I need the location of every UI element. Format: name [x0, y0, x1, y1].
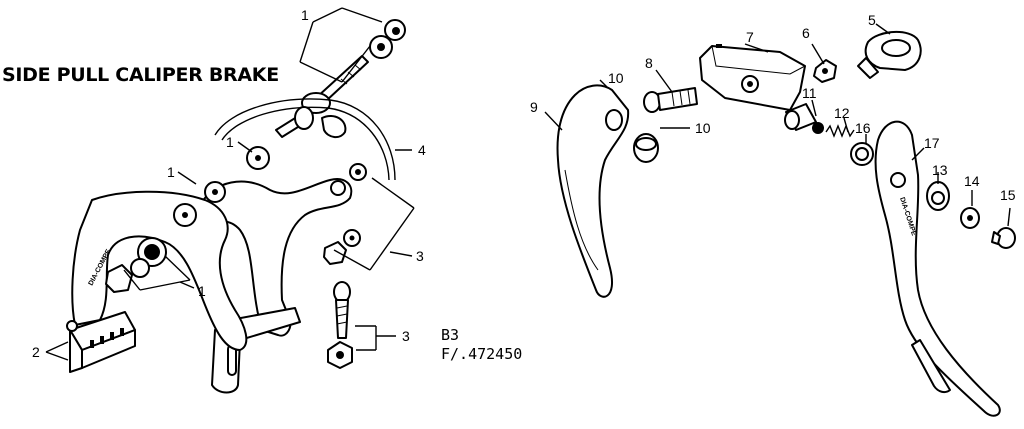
callout-12: 12 [834, 105, 850, 121]
callout-7: 7 [746, 29, 754, 45]
pivot-screw [643, 87, 698, 113]
lever-clamp [699, 44, 806, 111]
lever-leader-lines [544, 23, 1011, 227]
center-bolt [301, 55, 369, 115]
callout-13: 13 [932, 162, 948, 178]
callout-1-arm: 1 [167, 164, 175, 180]
caliper-leader-lines [45, 7, 415, 361]
handlebar-band [857, 31, 922, 79]
callout-4: 4 [418, 142, 426, 158]
callout-10-lower: 10 [695, 120, 711, 136]
part-number: F/.472450 [441, 345, 523, 363]
callout-9: 9 [530, 99, 538, 115]
callout-6: 6 [802, 25, 810, 41]
lever-hood [556, 84, 630, 298]
pivot-nut [105, 237, 167, 293]
band-bolt [813, 59, 837, 83]
callout-2: 2 [32, 344, 40, 360]
brake-cable [214, 98, 396, 181]
barrel-adjuster [926, 181, 950, 211]
lever-washer [850, 142, 874, 166]
return-spring [784, 103, 855, 138]
shoe-nut-upper [323, 229, 361, 265]
callout-3-upper: 3 [416, 248, 424, 264]
callout-17: 17 [924, 135, 940, 151]
cable-end-screw [991, 227, 1016, 249]
brake-lever-assembly [544, 23, 1016, 417]
lever-blade [874, 120, 1001, 417]
lock-washer [960, 207, 980, 229]
pivot-bushing [633, 133, 659, 163]
top-acorn-nut [369, 19, 406, 59]
callout-5: 5 [868, 12, 876, 28]
callout-15: 15 [1000, 187, 1016, 203]
callout-1-pivot: 1 [198, 283, 206, 299]
diagram-title: SIDE PULL CALIPER BRAKE [2, 64, 279, 86]
callout-8: 8 [645, 55, 653, 71]
callout-11: 11 [802, 85, 817, 101]
callout-14: 14 [964, 173, 980, 189]
callout-1-anchor: 1 [226, 134, 234, 150]
callout-1-top: 1 [301, 7, 309, 23]
callout-10-upper: 10 [608, 70, 624, 86]
shoe-bolt-lower [327, 281, 353, 369]
callout-16: 16 [855, 120, 871, 136]
figure-code: B3 [441, 326, 460, 344]
cable-anchor-bolt [246, 106, 314, 170]
caliper-brake-assembly [45, 7, 415, 394]
callout-3-lower: 3 [402, 328, 410, 344]
front-caliper-arm [71, 181, 248, 351]
brake-shoe [66, 311, 136, 373]
